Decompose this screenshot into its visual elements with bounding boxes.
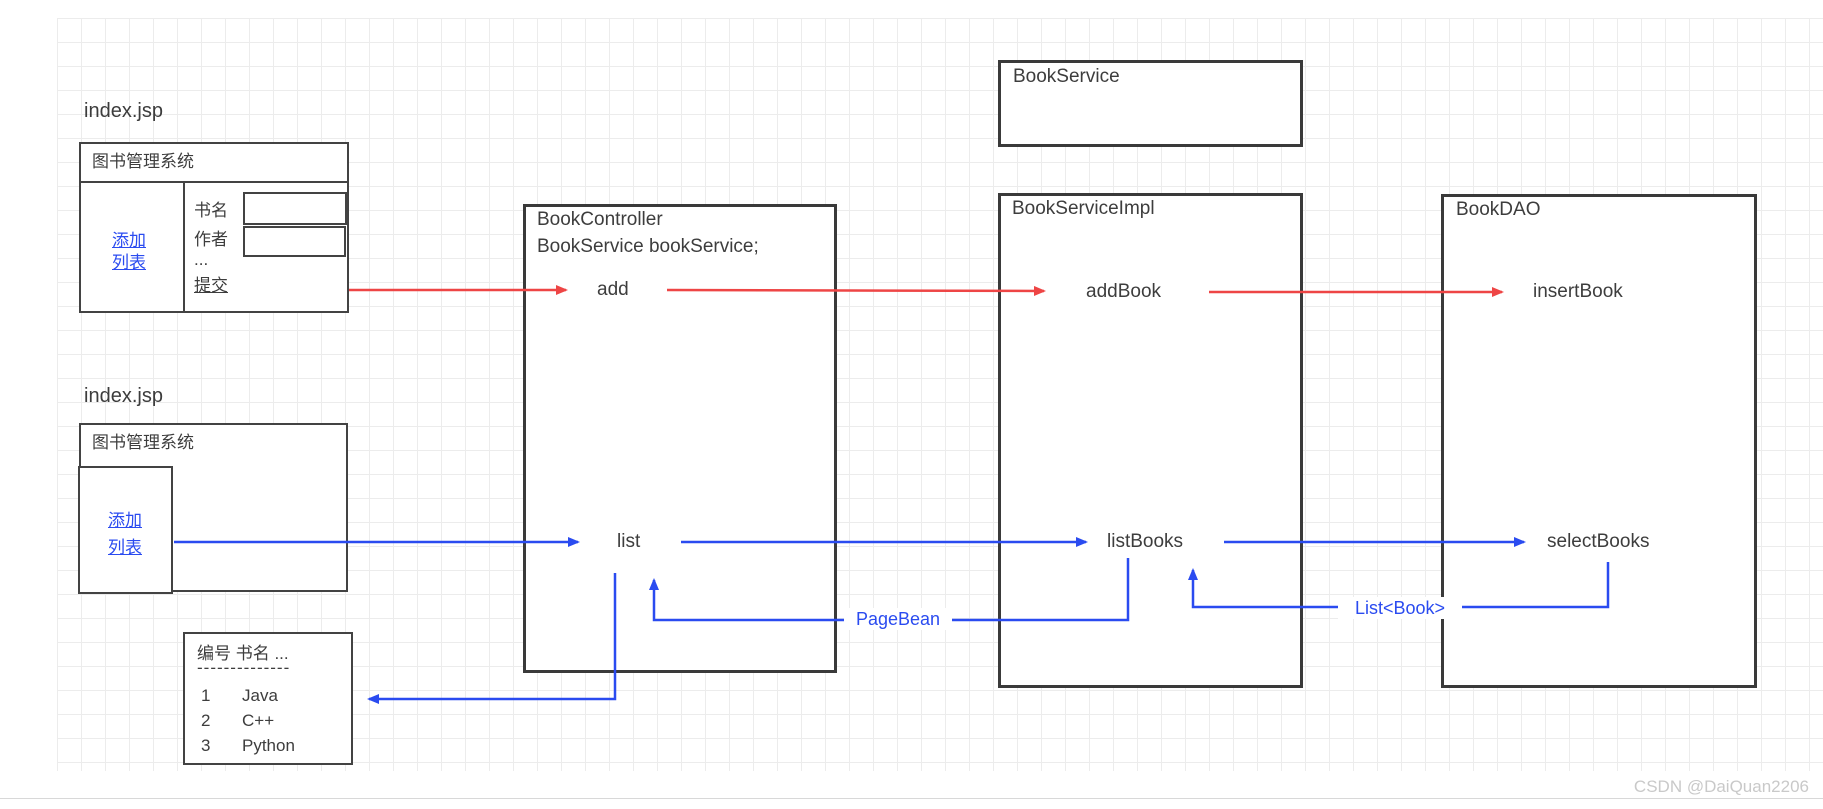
jsp-list-file-label: index.jsp: [84, 385, 163, 407]
method-insert-book: insertBook: [1533, 281, 1623, 302]
listbook-label: List<Book>: [1338, 597, 1462, 619]
book-controller-field-decl: BookService bookService;: [537, 236, 759, 257]
submit-link[interactable]: 提交: [194, 276, 228, 295]
author-input[interactable]: [243, 226, 346, 257]
table-row-name: C++: [242, 711, 275, 730]
table-row-name: Python: [242, 736, 295, 755]
method-select-books: selectBooks: [1547, 531, 1650, 552]
book-name-label: 书名: [194, 201, 228, 220]
author-label: 作者: [194, 230, 228, 249]
jsp-add-nav-list-link[interactable]: 列表: [112, 253, 146, 272]
table-row-id: 3: [201, 736, 211, 755]
jsp-list-nav-list-link[interactable]: 列表: [108, 538, 142, 557]
method-add-book: addBook: [1086, 281, 1162, 302]
book-name-input[interactable]: [243, 192, 347, 225]
method-list-books: listBooks: [1107, 531, 1184, 552]
bottom-divider: [0, 798, 1823, 799]
form-ellipsis: ...: [194, 250, 209, 269]
book-service-impl-box: [998, 193, 1303, 688]
method-list: list: [617, 531, 641, 552]
jsp-list-window-title: 图书管理系统: [92, 433, 194, 452]
table-row-id: 1: [201, 686, 211, 705]
csdn-watermark: CSDN @DaiQuan2206: [1633, 777, 1809, 796]
book-controller-box: [523, 204, 837, 673]
table-row-id: 2: [201, 711, 211, 730]
jsp-list-nav-panel: [78, 466, 173, 594]
book-dao-box: [1441, 194, 1757, 688]
result-table-header: 编号 书名 ...: [197, 644, 289, 663]
book-service-title: BookService: [1013, 66, 1120, 87]
book-controller-title: BookController: [537, 209, 663, 230]
jsp-list-nav-add-link[interactable]: 添加: [108, 511, 142, 530]
result-table-divider: --------------: [197, 658, 291, 677]
book-service-box: [998, 60, 1303, 147]
jsp-add-window-title: 图书管理系统: [92, 152, 194, 171]
jsp-add-nav-add-link[interactable]: 添加: [112, 231, 146, 250]
pagebean-label: PageBean: [844, 608, 952, 630]
jsp-add-file-label: index.jsp: [84, 100, 163, 122]
result-table: [183, 632, 353, 765]
method-add: add: [597, 279, 629, 300]
book-service-impl-title: BookServiceImpl: [1012, 198, 1155, 219]
table-row-name: Java: [242, 686, 278, 705]
book-dao-title: BookDAO: [1456, 199, 1541, 220]
